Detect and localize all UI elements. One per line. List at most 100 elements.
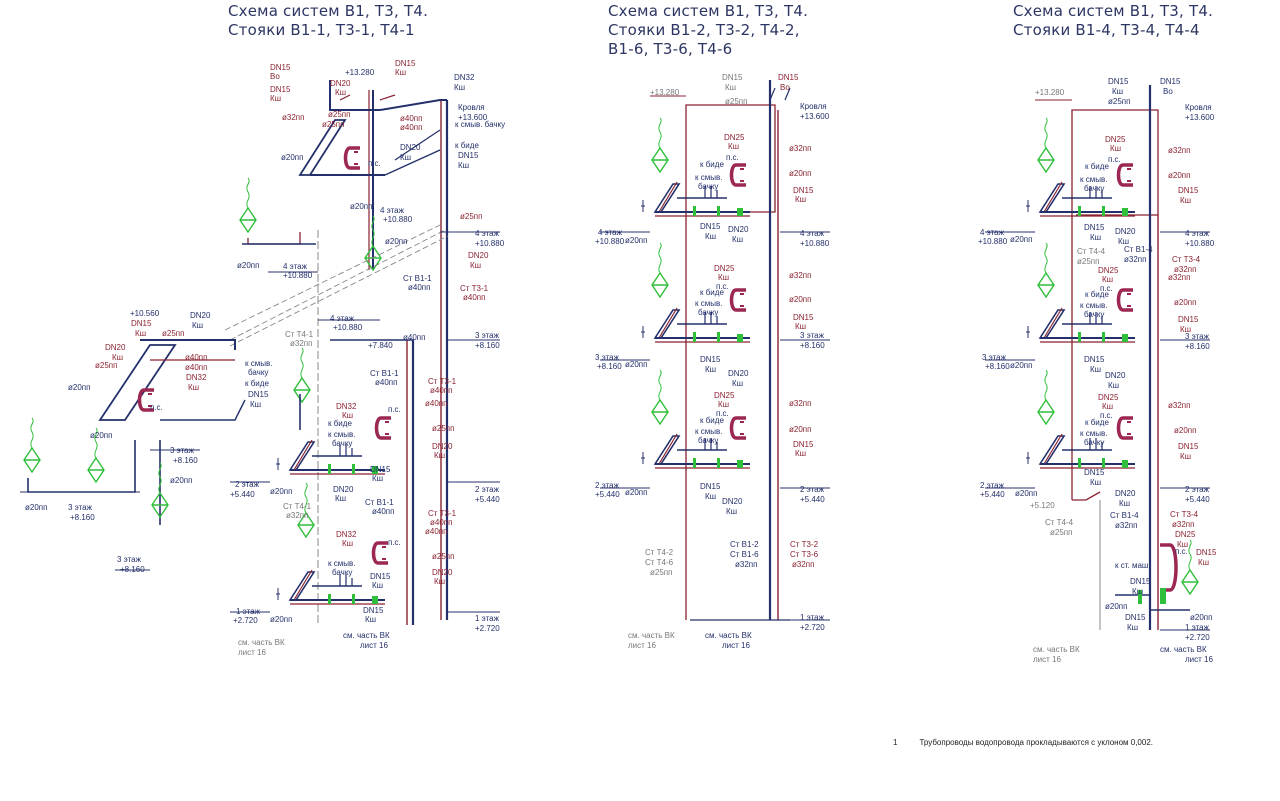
svg-text:Кш: Кш (1112, 87, 1123, 96)
svg-text:+5.440: +5.440 (475, 495, 500, 504)
svg-text:Кш: Кш (400, 153, 411, 162)
svg-text:DN15: DN15 (793, 440, 814, 449)
svg-text:Ст Т4-1: Ст Т4-1 (285, 330, 314, 339)
svg-text:1 этаж: 1 этаж (800, 613, 825, 622)
svg-text:Кш: Кш (434, 451, 445, 460)
svg-text:ø20пп: ø20пп (1015, 489, 1037, 498)
svg-text:к биде: к биде (455, 141, 479, 150)
svg-text:Ст Т3-4: Ст Т3-4 (1170, 510, 1199, 519)
svg-text:см. часть ВК: см. часть ВК (238, 638, 285, 647)
svg-text:ø32пп: ø32пп (1168, 401, 1190, 410)
svg-text:+2.720: +2.720 (1185, 633, 1210, 642)
svg-text:3 этаж: 3 этаж (68, 503, 93, 512)
svg-text:+10.880: +10.880 (978, 237, 1008, 246)
svg-text:Кш: Кш (1118, 237, 1129, 246)
svg-text:лист 16: лист 16 (360, 641, 388, 650)
svg-text:ø32пп: ø32пп (789, 399, 811, 408)
svg-text:Ст В1-2: Ст В1-2 (730, 540, 759, 549)
svg-text:2 этаж: 2 этаж (980, 481, 1005, 490)
svg-text:ø40пп: ø40пп (400, 114, 422, 123)
svg-text:+10.880: +10.880 (383, 215, 413, 224)
svg-text:бачку: бачку (332, 439, 352, 448)
svg-text:лист 16: лист 16 (1033, 655, 1061, 664)
svg-text:DN15: DN15 (778, 73, 799, 82)
svg-text:+10.880: +10.880 (1185, 239, 1215, 248)
svg-text:к биде: к биде (1085, 418, 1109, 427)
svg-text:п.с.: п.с. (1108, 155, 1121, 164)
svg-text:+8.160: +8.160 (173, 456, 198, 465)
svg-text:ø40пп: ø40пп (463, 293, 485, 302)
svg-text:4 этаж: 4 этаж (980, 228, 1005, 237)
svg-text:ø40пп: ø40пп (185, 363, 207, 372)
svg-text:Ст В1-1: Ст В1-1 (370, 369, 399, 378)
svg-text:DN15: DN15 (1130, 577, 1151, 586)
svg-text:+8.160: +8.160 (597, 362, 622, 371)
svg-text:ø25пп: ø25пп (460, 212, 482, 221)
svg-text:ø32пп: ø32пп (290, 339, 312, 348)
svg-text:+13.280: +13.280 (1035, 88, 1065, 97)
svg-text:ø20пп: ø20пп (385, 237, 407, 246)
svg-text:бачку: бачку (248, 368, 268, 377)
svg-text:Во: Во (780, 83, 790, 92)
svg-text:ø40пп: ø40пп (408, 283, 430, 292)
svg-text:DN15: DN15 (395, 59, 416, 68)
svg-text:ø20пп: ø20пп (270, 487, 292, 496)
svg-text:Во: Во (270, 72, 280, 81)
svg-text:ø20пп: ø20пп (789, 169, 811, 178)
svg-text:бачку: бачку (698, 308, 718, 317)
svg-text:Кш: Кш (795, 195, 806, 204)
svg-text:+13.600: +13.600 (800, 112, 830, 121)
svg-text:+8.160: +8.160 (800, 341, 825, 350)
svg-text:п.с.: п.с. (368, 159, 381, 168)
svg-text:Ст Т4-4: Ст Т4-4 (1045, 518, 1074, 527)
svg-text:DN15: DN15 (1108, 77, 1129, 86)
svg-text:DN25: DN25 (1105, 135, 1126, 144)
svg-text:Кровля: Кровля (1185, 103, 1212, 112)
svg-text:Ст В1-6: Ст В1-6 (730, 550, 759, 559)
svg-text:DN20: DN20 (400, 143, 421, 152)
svg-text:Ст Т4-6: Ст Т4-6 (645, 558, 674, 567)
svg-text:+8.160: +8.160 (70, 513, 95, 522)
svg-text:Кш: Кш (1090, 365, 1101, 374)
svg-text:ø40пп: ø40пп (185, 353, 207, 362)
svg-text:DN20: DN20 (432, 568, 453, 577)
svg-text:+5.120: +5.120 (1030, 501, 1055, 510)
svg-text:1 этаж: 1 этаж (475, 614, 500, 623)
svg-text:Кш: Кш (705, 365, 716, 374)
svg-text:см. часть ВК: см. часть ВК (1033, 645, 1080, 654)
svg-text:ø20пп: ø20пп (1010, 361, 1032, 370)
svg-text:ø20пп: ø20пп (789, 425, 811, 434)
svg-text:Кш: Кш (335, 88, 346, 97)
svg-text:бачку: бачку (1084, 438, 1104, 447)
svg-text:DN15: DN15 (458, 151, 479, 160)
svg-text:+10.880: +10.880 (475, 239, 505, 248)
svg-text:DN15: DN15 (1084, 468, 1105, 477)
svg-text:Кш: Кш (795, 449, 806, 458)
svg-text:DN20: DN20 (333, 485, 354, 494)
svg-text:3 этаж: 3 этаж (595, 353, 620, 362)
svg-text:ø20пп: ø20пп (625, 360, 647, 369)
svg-text:ø25пп: ø25пп (322, 120, 344, 129)
svg-text:Кш: Кш (1198, 558, 1209, 567)
svg-text:Кш: Кш (454, 83, 465, 92)
svg-text:Кш: Кш (1177, 540, 1188, 549)
svg-text:см. часть ВК: см. часть ВК (705, 631, 752, 640)
svg-text:Ст Т3-6: Ст Т3-6 (790, 550, 819, 559)
svg-text:DN15: DN15 (270, 85, 291, 94)
svg-text:к смыв.: к смыв. (328, 430, 355, 439)
svg-text:ø32пп: ø32пп (789, 271, 811, 280)
svg-text:3 этаж: 3 этаж (982, 353, 1007, 362)
svg-text:Кш: Кш (470, 261, 481, 270)
svg-text:+10.880: +10.880 (595, 237, 625, 246)
svg-text:1 этаж: 1 этаж (236, 607, 261, 616)
svg-text:4 этаж: 4 этаж (283, 262, 308, 271)
svg-text:ø40пп: ø40пп (425, 527, 447, 536)
svg-text:DN15: DN15 (1160, 77, 1181, 86)
svg-text:DN25: DN25 (714, 264, 735, 273)
svg-text:2 этаж: 2 этаж (235, 480, 260, 489)
svg-text:Кш: Кш (1180, 196, 1191, 205)
svg-text:Кш: Кш (342, 411, 353, 420)
svg-text:п.с.: п.с. (1100, 284, 1113, 293)
svg-text:Кш: Кш (718, 400, 729, 409)
